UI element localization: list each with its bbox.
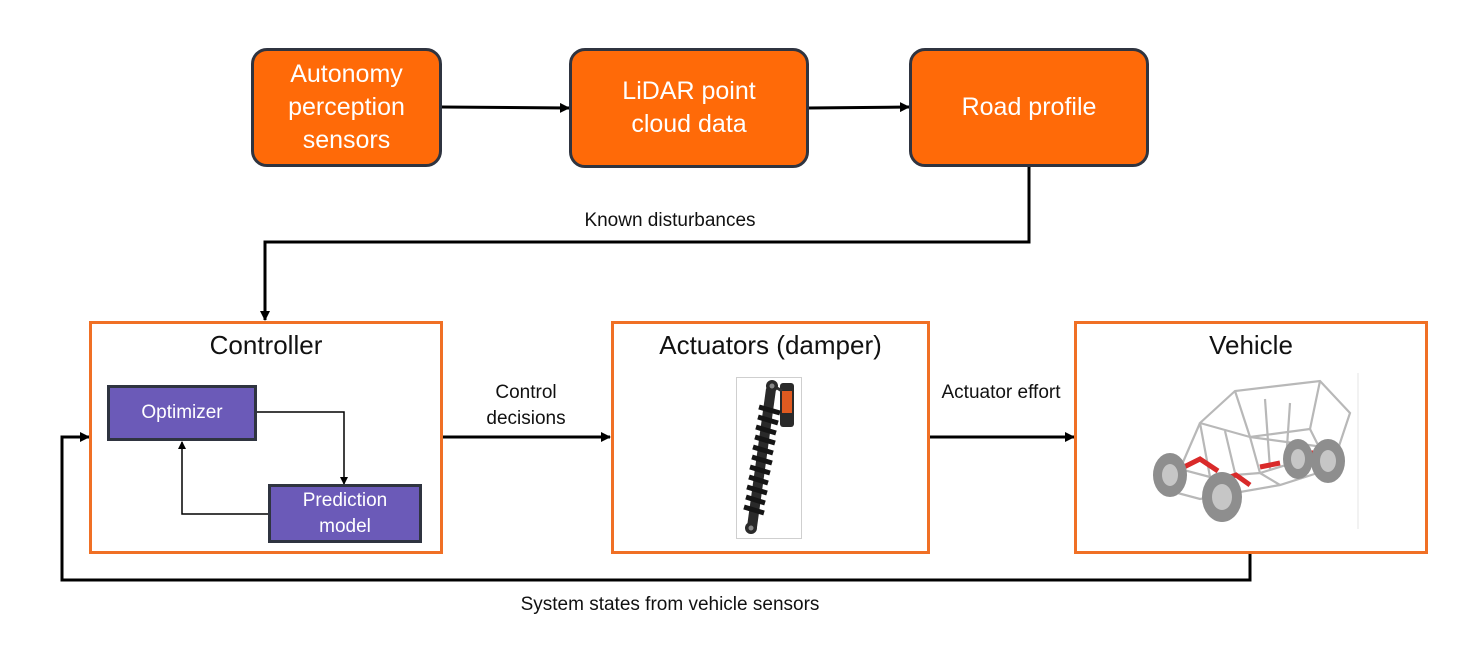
road-profile-box: Road profile (909, 48, 1149, 167)
system-states-label: System states from vehicle sensors (520, 594, 820, 615)
prediction-model-label: Prediction model (302, 489, 388, 537)
arrow-road-to-controller (260, 167, 1031, 321)
lidar-label: LiDAR point cloud data (622, 77, 756, 138)
optimizer-box: Optimizer (107, 385, 257, 441)
vehicle-image (1153, 373, 1359, 529)
arrow-sensors-to-lidar (440, 102, 570, 113)
actuators-title: Actuators (damper) (659, 330, 882, 360)
controller-title: Controller (209, 330, 323, 360)
arrow-prediction-to-optimizer (178, 441, 268, 515)
arrow-lidar-to-road (807, 102, 910, 113)
prediction-model-box: Prediction model (268, 484, 422, 543)
lidar-box: LiDAR point cloud data (569, 48, 809, 168)
sensors-box: Autonomy perception sensors (251, 48, 442, 167)
damper-image (736, 377, 802, 539)
sensors-label: Autonomy perception sensors (288, 60, 405, 154)
road-profile-label: Road profile (961, 93, 1097, 121)
arrow-optimizer-to-prediction (256, 411, 348, 485)
arrow-feedback-vehicle-to-controller (60, 432, 1252, 582)
vehicle-title: Vehicle (1209, 330, 1293, 360)
control-decisions-label: Control decisions (486, 382, 566, 429)
known-disturbances-label: Known disturbances (584, 210, 756, 231)
optimizer-label: Optimizer (141, 402, 223, 423)
actuator-effort-label: Actuator effort (941, 382, 1061, 403)
